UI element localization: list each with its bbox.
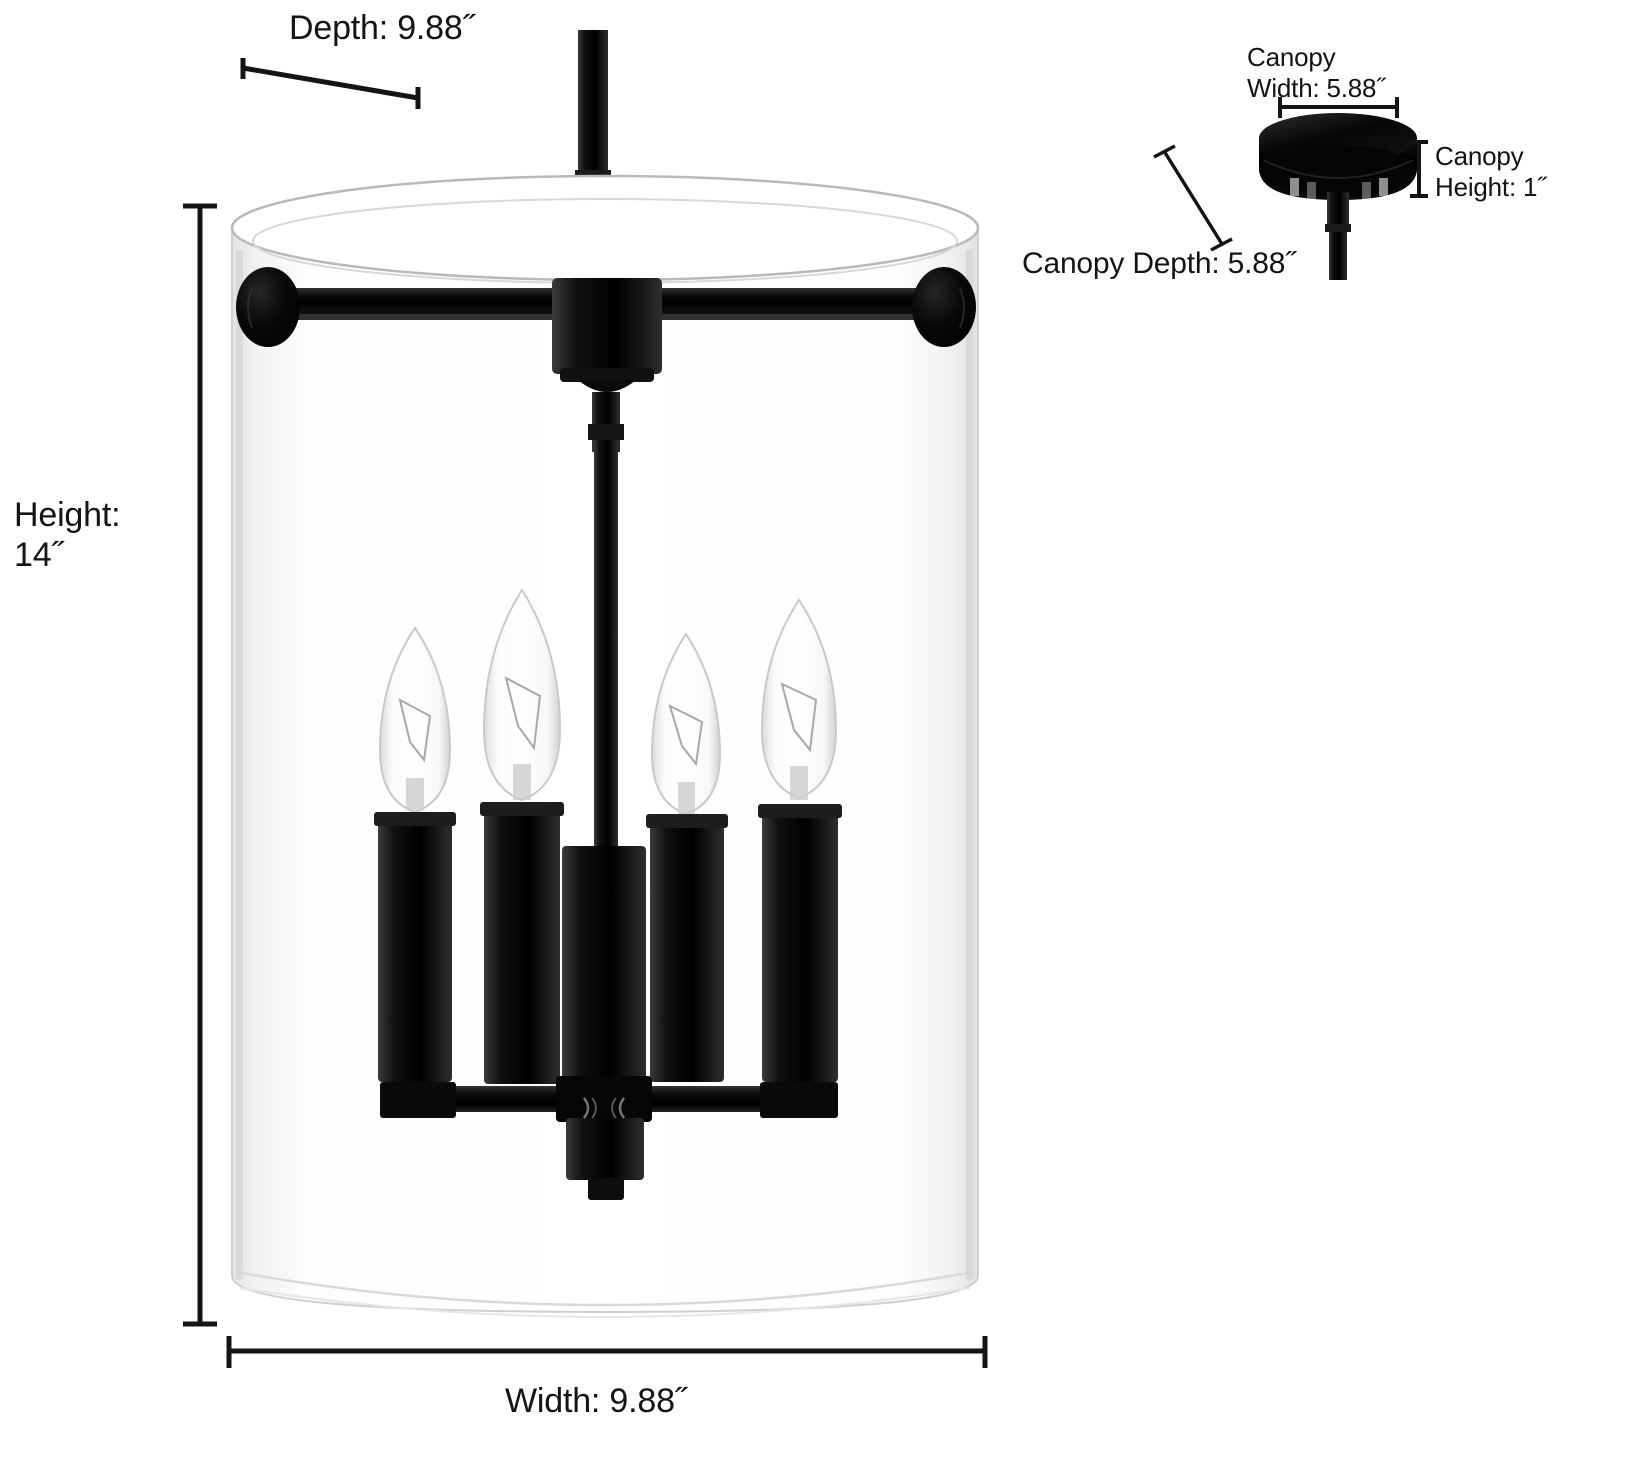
center-hub [552,278,662,392]
right-knob [912,267,976,347]
bulb-2 [480,588,564,1084]
lower-arm-assembly [380,846,838,1200]
depth-label: Depth: 9.88˝ [289,9,474,47]
socket-4 [762,804,838,1082]
socket-1 [378,812,452,1082]
canopy-stem-lower [1329,228,1347,280]
center-downrod [588,392,624,850]
bulb-assembly [374,588,842,1084]
canopy-height-label: Canopy Height: 1˝ [1435,141,1546,202]
canopy-depth-label: Canopy Depth: 5.88˝ [1022,247,1296,280]
canopy-stem-upper [1327,192,1349,232]
socket-2 [484,802,560,1084]
socket-3 [650,814,724,1082]
height-label: Height: 14˝ [14,496,121,575]
bulb-1 [374,626,456,1082]
canopy-assembly [1259,113,1417,280]
width-label: Width: 9.88˝ [505,1382,686,1420]
pendant-fixture [230,30,980,1318]
left-knob [236,267,300,347]
bulb-4 [758,598,842,1082]
canopy-width-label: Canopy Width: 5.88˝ [1247,42,1385,103]
bulb-3 [646,632,728,1082]
